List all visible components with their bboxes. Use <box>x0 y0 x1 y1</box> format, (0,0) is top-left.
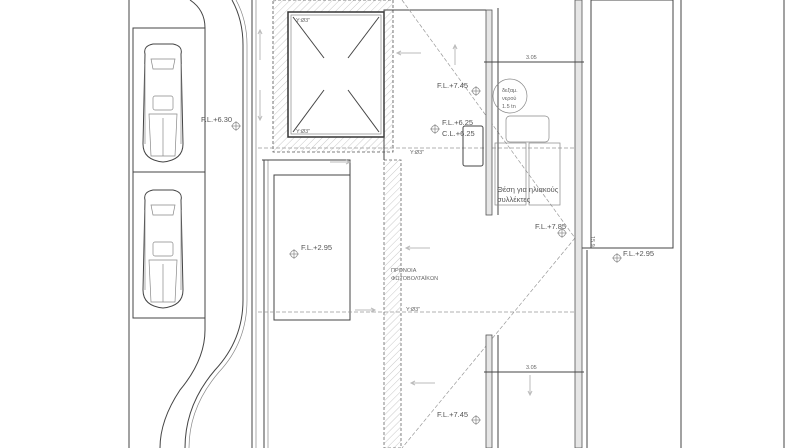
skylight: Y:Ø3" Y:Ø3" <box>272 0 394 153</box>
car-icon <box>142 43 184 163</box>
road-edge <box>159 0 257 448</box>
hatched-wall <box>383 159 402 448</box>
car-icon <box>142 189 184 309</box>
dimension-top: 3.05 <box>484 55 584 63</box>
drain-label: Y:Ø3" <box>296 18 310 24</box>
dimension-bottom: 3.05 <box>484 365 584 373</box>
svg-text:F.L.+6.30: F.L.+6.30 <box>201 115 232 124</box>
slope-arrows <box>257 28 533 397</box>
pv-label: ΠΡΟΝΟΙΑ <box>391 268 417 274</box>
dimension-side: 15.9 <box>589 236 595 247</box>
wall <box>485 9 493 216</box>
pv-label: ΦΩΤΟΒΟΛΤΑΪΚΩΝ <box>391 275 438 282</box>
drain-label: Y:Ø3" <box>296 129 310 135</box>
solar-label: Θέση για ηλιακούς <box>497 185 559 194</box>
svg-text:F.L.+2.95: F.L.+2.95 <box>301 243 332 252</box>
svg-text:F.L.+7.85: F.L.+7.85 <box>535 222 566 231</box>
tank-label: νερού <box>502 95 516 102</box>
svg-text:Y:Ø3": Y:Ø3" <box>406 307 420 313</box>
svg-text:F.L.+7.45: F.L.+7.45 <box>437 81 468 90</box>
svg-text:3.05: 3.05 <box>526 55 537 61</box>
svg-text:F.L.+7.45: F.L.+7.45 <box>437 410 468 419</box>
tank-label: δεξαμ. <box>502 88 518 94</box>
wall <box>485 334 493 448</box>
lower-room <box>273 174 351 321</box>
svg-text:F.L.+6.25: F.L.+6.25 <box>442 118 473 127</box>
svg-text:C.L.+6.25: C.L.+6.25 <box>442 129 475 138</box>
parking-area <box>128 0 206 448</box>
level-markers: F.L.+6.30 F.L.+7.45 F.L.+6.25 C.L.+6.25 … <box>201 81 654 426</box>
svg-text:F.L.+2.95: F.L.+2.95 <box>623 249 654 258</box>
svg-text:3.05: 3.05 <box>526 365 537 371</box>
tank-label: 1.5 tn <box>502 104 516 110</box>
wall <box>574 0 583 448</box>
svg-text:Y:Ø3": Y:Ø3" <box>410 150 424 156</box>
water-tank-icon <box>492 78 528 114</box>
solar-label: συλλέκτες <box>497 195 531 204</box>
